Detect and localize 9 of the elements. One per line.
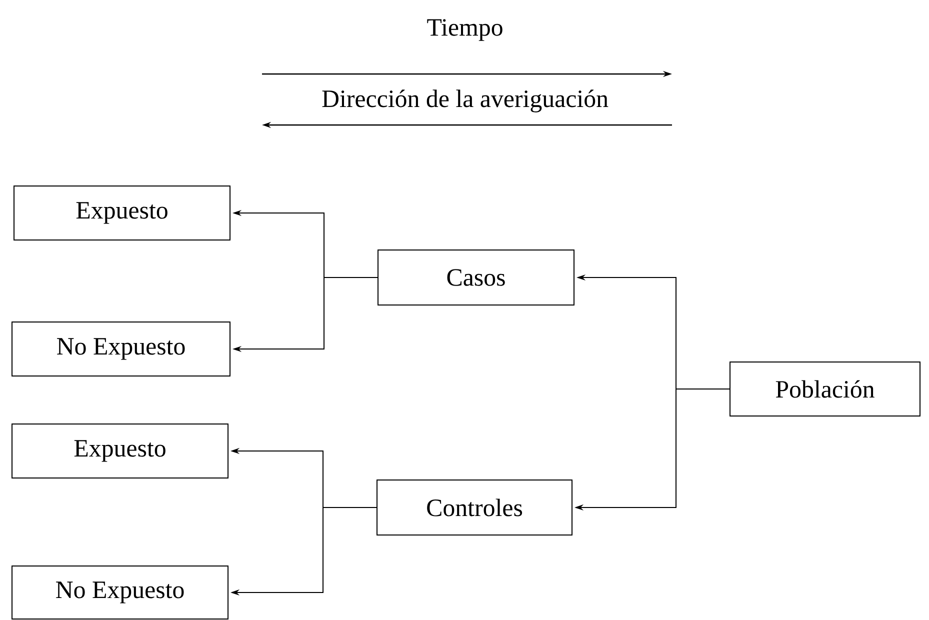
process-box: Expuesto (12, 423, 228, 478)
process-box: No Expuesto (12, 565, 228, 620)
process-box: No Expuesto (12, 321, 230, 376)
process-box: Población (730, 361, 920, 416)
process-box: Casos (378, 249, 574, 306)
process-box: Expuesto (14, 185, 230, 240)
process-box: Controles (376, 479, 572, 536)
heading-text: Dirección de la averiguación (322, 90, 608, 112)
heading-text: Tiempo (427, 19, 502, 41)
